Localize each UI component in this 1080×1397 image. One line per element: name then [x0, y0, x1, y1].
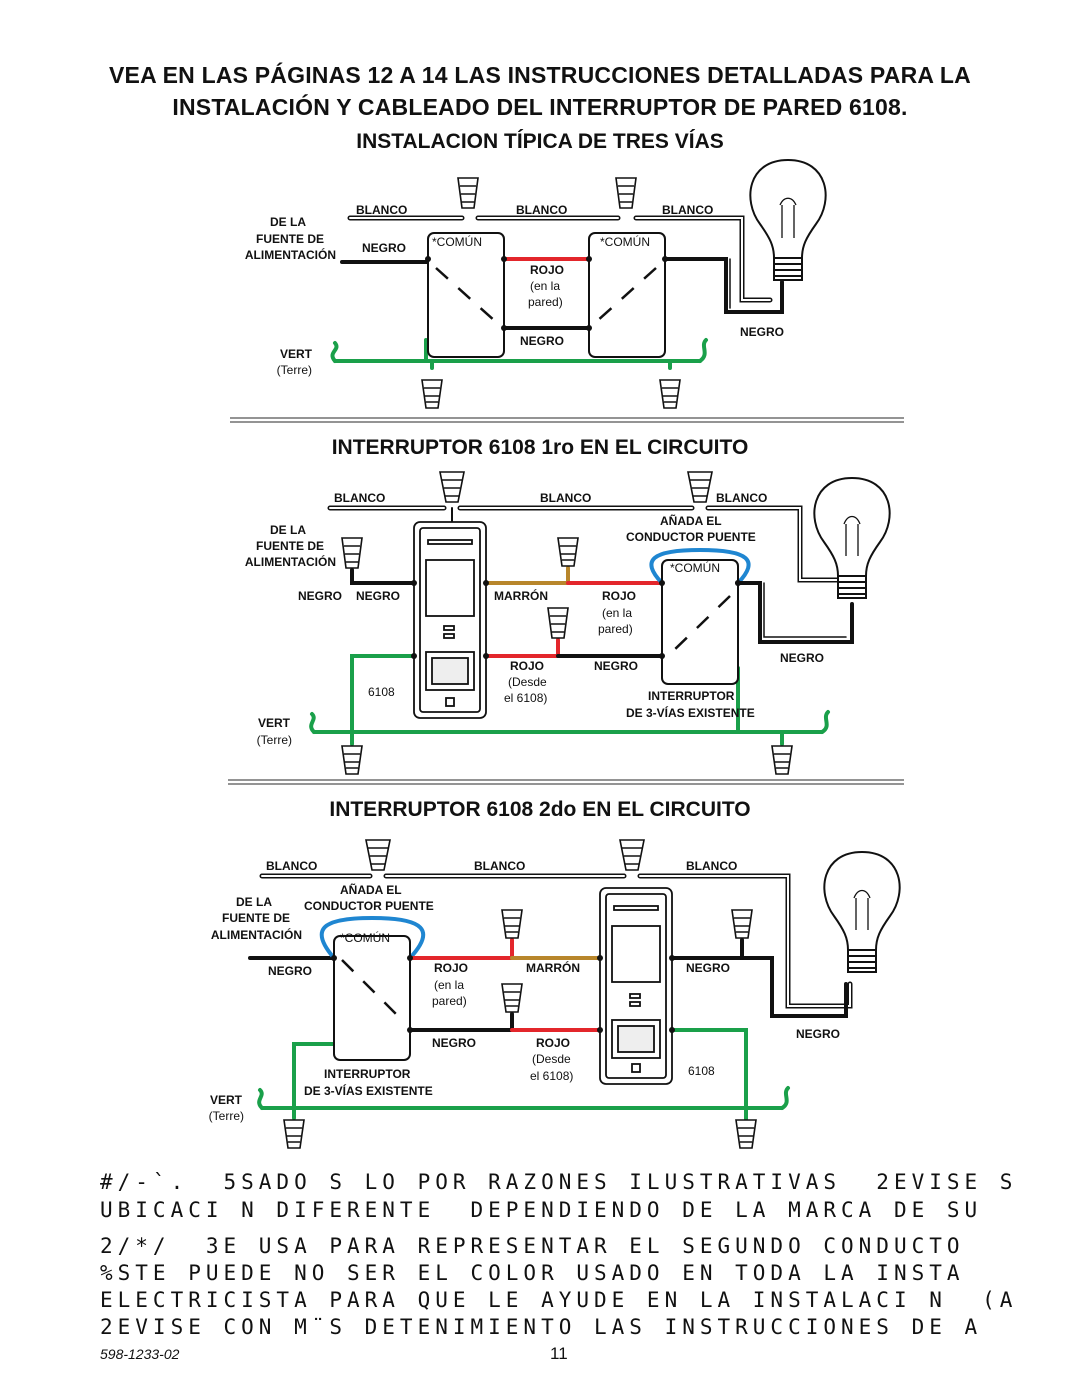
label-negro: NEGRO	[520, 334, 564, 348]
label-desde: (Desde	[532, 1052, 571, 1066]
label-blanco: BLANCO	[516, 203, 567, 217]
label-rojo-sub: (en la	[602, 606, 632, 620]
label-marron: MARRÓN	[526, 960, 580, 975]
label-desde: el 6108)	[504, 691, 547, 705]
footer-note-line-2: UBICACI N DIFERENTE DEPENDIENDO DE LA MA…	[100, 1198, 983, 1222]
label-6108: 6108	[368, 685, 395, 699]
label-rojo: ROJO	[434, 961, 468, 975]
label-vert: VERT	[258, 716, 291, 730]
label-source: DE LA	[270, 215, 306, 229]
label-blanco: BLANCO	[334, 491, 385, 505]
label-negro: NEGRO	[432, 1036, 476, 1050]
label-6108: 6108	[688, 1064, 715, 1078]
three-way-switch-existing	[333, 935, 411, 1061]
label-desde: el 6108)	[530, 1069, 573, 1083]
diagram-1: BLANCO BLANCO BLANCO DE LA FUENTE DE ALI…	[230, 158, 904, 423]
label-blanco: BLANCO	[662, 203, 713, 217]
light-bulb-icon	[749, 158, 827, 281]
label-blanco: BLANCO	[716, 491, 767, 505]
diagram-2: BLANCO BLANCO BLANCO DE LA FUENTE DE ALI…	[228, 471, 904, 785]
label-blanco: BLANCO	[266, 859, 317, 873]
label-rojo-sub: (en la	[530, 279, 560, 293]
label-vert: VERT	[280, 347, 313, 361]
label-blanco: BLANCO	[474, 859, 525, 873]
label-comun: *COMÚN	[432, 234, 482, 249]
label-interruptor: DE 3-VÍAS EXISTENTE	[304, 1083, 433, 1098]
wire-nut-icons	[341, 471, 793, 775]
label-anada: AÑADA EL	[340, 882, 402, 897]
label-source: FUENTE DE	[256, 539, 324, 553]
label-source: DE LA	[236, 895, 272, 909]
label-rojo-sub: pared)	[432, 994, 467, 1008]
label-comun: *COMÚN	[340, 930, 390, 945]
footer-note-line-4: %STE PUEDE NO SER EL COLOR USADO EN TODA…	[100, 1261, 965, 1285]
label-negro: NEGRO	[298, 589, 342, 603]
label-source: ALIMENTACIÓN	[245, 247, 336, 262]
label-terre: (Terre)	[257, 733, 292, 747]
label-negro: NEGRO	[780, 651, 824, 665]
wire-nut-icons	[421, 177, 681, 409]
label-interruptor: INTERRUPTOR	[324, 1067, 411, 1081]
label-terre: (Terre)	[277, 363, 312, 377]
page-number: 11	[550, 1344, 568, 1363]
label-blanco: BLANCO	[356, 203, 407, 217]
wire-nut-icons	[283, 839, 757, 1149]
label-negro: NEGRO	[268, 964, 312, 978]
label-terre: (Terre)	[209, 1109, 244, 1123]
label-comun: *COMÚN	[600, 234, 650, 249]
label-rojo-sub: pared)	[528, 295, 563, 309]
label-source: FUENTE DE	[256, 232, 324, 246]
label-rojo-sub: (en la	[434, 978, 464, 992]
diagram-3: BLANCO BLANCO BLANCO AÑADA EL CONDUCTOR …	[209, 839, 901, 1149]
document-number: 598-1233-02	[100, 1346, 180, 1362]
label-source: ALIMENTACIÓN	[245, 554, 336, 569]
label-blanco: BLANCO	[540, 491, 591, 505]
label-rojo: ROJO	[530, 263, 564, 277]
footer-note-line-3: 2/*/ 3E USA PARA REPRESENTAR EL SEGUNDO …	[100, 1234, 965, 1258]
label-rojo-sub: pared)	[598, 622, 633, 636]
light-bulb-icon	[813, 476, 891, 599]
header-line-2: INSTALACIÓN Y CABLEADO DEL INTERRUPTOR D…	[172, 94, 908, 120]
label-negro: NEGRO	[686, 961, 730, 975]
label-comun: *COMÚN	[670, 560, 720, 575]
label-vert: VERT	[210, 1093, 243, 1107]
label-negro: NEGRO	[594, 659, 638, 673]
label-rojo-desde: ROJO	[510, 659, 544, 673]
footer-note-line-1: #/-`. 5SADO S LO POR RAZONES ILUSTRATIVA…	[100, 1170, 1018, 1194]
footer-note-line-5: ELECTRICISTA PARA QUE LE AYUDE EN LA INS…	[100, 1288, 1018, 1312]
label-negro: NEGRO	[356, 589, 400, 603]
label-anada: AÑADA EL	[660, 513, 722, 528]
6108-switch-device	[599, 887, 673, 1085]
footer-note-line-6: 2EVISE CON M¨S DETENIMIENTO LAS INSTRUCC…	[100, 1315, 983, 1339]
label-source: FUENTE DE	[222, 911, 290, 925]
header-line-1: VEA EN LAS PÁGINAS 12 A 14 LAS INSTRUCCI…	[109, 62, 971, 88]
light-bulb-icon	[823, 850, 901, 973]
label-negro: NEGRO	[740, 325, 784, 339]
label-anada: CONDUCTOR PUENTE	[626, 530, 756, 544]
label-desde: (Desde	[508, 675, 547, 689]
label-interruptor: DE 3-VÍAS EXISTENTE	[626, 705, 755, 720]
three-way-switch-existing	[661, 559, 739, 685]
label-anada: CONDUCTOR PUENTE	[304, 899, 434, 913]
label-source: DE LA	[270, 523, 306, 537]
label-blanco: BLANCO	[686, 859, 737, 873]
label-rojo-desde: ROJO	[536, 1036, 570, 1050]
label-rojo: ROJO	[602, 589, 636, 603]
label-interruptor: INTERRUPTOR	[648, 689, 735, 703]
label-negro: NEGRO	[796, 1027, 840, 1041]
diagram-2-title: INTERRUPTOR 6108 1ro EN EL CIRCUITO	[331, 436, 749, 459]
diagram-1-title: INSTALACION TÍPICA DE TRES VÍAS	[356, 130, 724, 153]
diagram-3-title: INTERRUPTOR 6108 2do EN EL CIRCUITO	[329, 798, 751, 821]
label-negro: NEGRO	[362, 241, 406, 255]
6108-switch-device	[413, 521, 487, 719]
label-source: ALIMENTACIÓN	[211, 927, 302, 942]
label-marron: MARRÓN	[494, 588, 548, 603]
